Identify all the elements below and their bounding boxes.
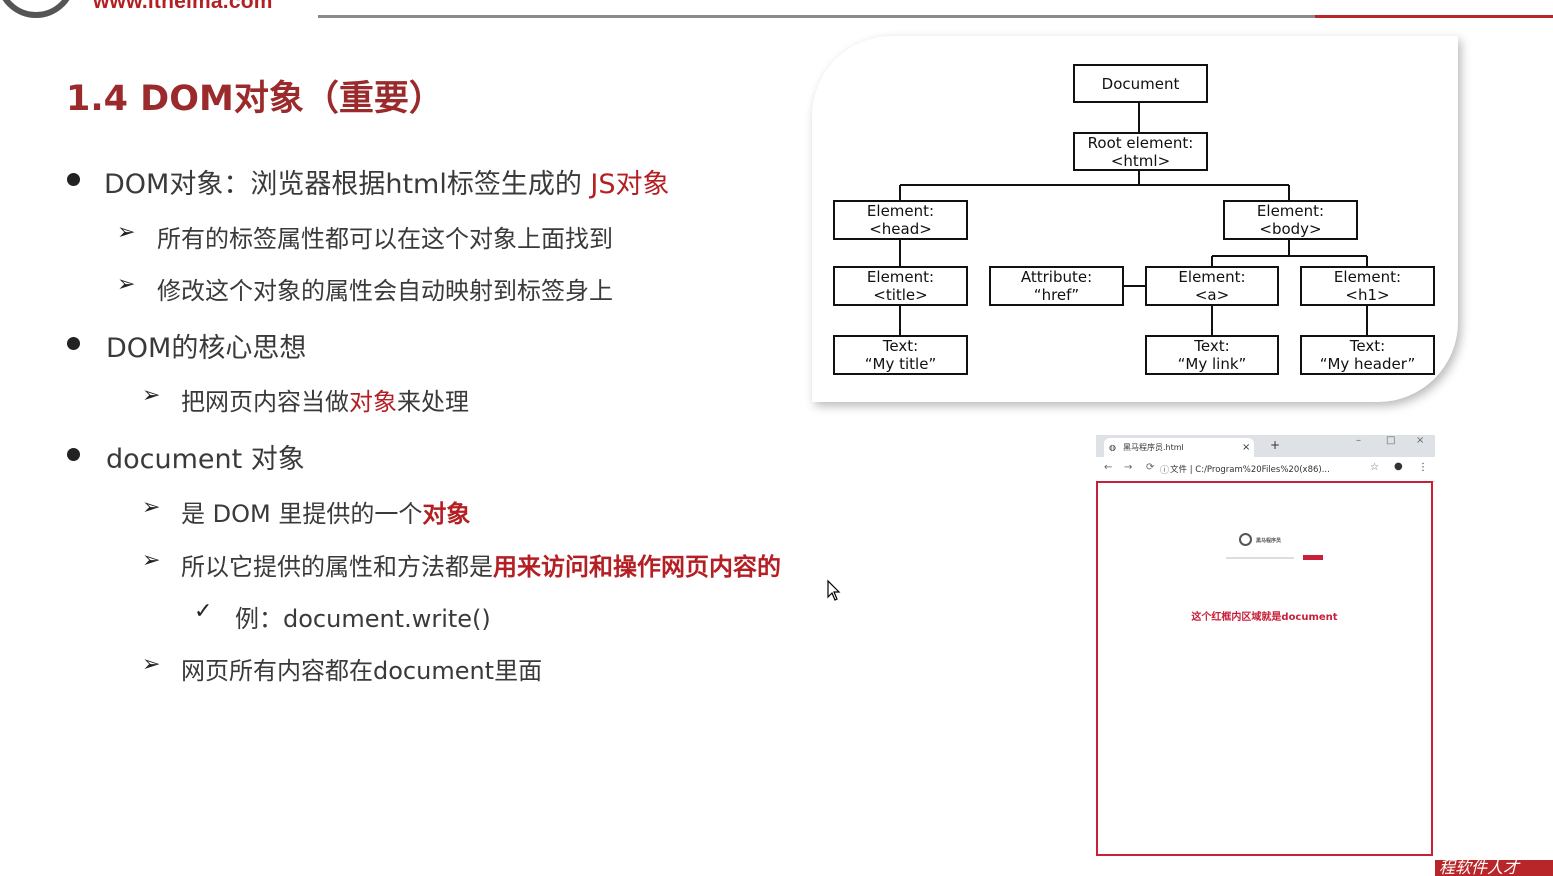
tree-node-a: Element: <a> xyxy=(1145,266,1279,306)
node-label: Document xyxy=(1101,74,1180,93)
document-frame: 黑马程序员 这个红框内区域就是document xyxy=(1096,481,1433,856)
node-tag: <head> xyxy=(869,220,932,238)
point-mapping: 修改这个对象的属性会自动映射到标签身上 xyxy=(157,277,613,305)
brand-logo-icon xyxy=(1239,533,1252,546)
point-all-content: 网页所有内容都在document里面 xyxy=(181,657,543,685)
point-text: 是 DOM 里提供的一个 xyxy=(181,500,423,528)
maximize-icon[interactable]: □ xyxy=(1386,435,1396,446)
node-tag: “My link” xyxy=(1177,355,1247,373)
slide-title: 1.4 DOM对象（重要） xyxy=(66,79,444,119)
browser-tab[interactable]: ◍ 黑马程序员.html × xyxy=(1104,438,1254,457)
site-url: www.itheima.com xyxy=(93,0,273,13)
check-bullet-icon: ✓ xyxy=(194,599,213,624)
node-label: Text: xyxy=(882,337,919,355)
browser-tabbar: ◍ 黑马程序员.html × + – □ × xyxy=(1096,435,1435,457)
browser-url[interactable]: 文件 | C:/Program%20Files%20(x86)... xyxy=(1170,465,1330,475)
point-highlight: 对象 xyxy=(422,500,471,528)
node-tag: <body> xyxy=(1259,220,1322,238)
info-icon: ⓘ xyxy=(1160,466,1170,476)
node-tag: <html> xyxy=(1110,151,1171,170)
node-label: Text: xyxy=(1194,337,1230,355)
browser-mockup: ◍ 黑马程序员.html × + – □ × ← → ⟳ ⓘ 文件 | C:/P… xyxy=(1096,435,1435,859)
point-text: 把网页内容当做 xyxy=(181,388,349,416)
point-treat-as-object: 把网页内容当做对象来处理 xyxy=(181,382,469,417)
node-label: Attribute: xyxy=(1020,268,1093,286)
bullet-dot-icon xyxy=(67,173,80,186)
tree-node-body: Element: <body> xyxy=(1223,200,1358,240)
mini-search-bar xyxy=(1226,557,1294,559)
point-highlight: 对象 xyxy=(349,388,397,416)
node-label: Text: xyxy=(1349,337,1386,355)
arrow-bullet-icon: ➢ xyxy=(142,652,161,677)
menu-icon[interactable]: ⋮ xyxy=(1418,462,1428,473)
node-label: Element: xyxy=(1333,268,1402,286)
header-divider xyxy=(318,15,1315,18)
arrow-bullet-icon: ➢ xyxy=(142,383,161,408)
brand-logo-text: 黑马程序员 xyxy=(1256,538,1282,544)
point-core-idea: DOM的核心思想 xyxy=(106,333,307,364)
document-region-label: 这个红框内区域就是document xyxy=(1191,612,1338,623)
arrow-bullet-icon: ➢ xyxy=(142,548,161,573)
point-text: 所以它提供的属性和方法都是 xyxy=(181,553,493,581)
arrow-bullet-icon: ➢ xyxy=(142,495,161,520)
mouse-cursor-icon xyxy=(827,579,841,601)
tree-node-title: Element: <title> xyxy=(833,266,968,306)
arrow-bullet-icon: ➢ xyxy=(117,220,136,245)
back-icon[interactable]: ← xyxy=(1104,462,1113,473)
arrow-bullet-icon: ➢ xyxy=(117,272,136,297)
new-tab-icon[interactable]: + xyxy=(1270,438,1281,452)
globe-icon: ◍ xyxy=(1109,443,1116,452)
node-label: Element: xyxy=(866,202,935,220)
point-document-object: document 对象 xyxy=(106,444,305,475)
header-divider-accent xyxy=(1315,15,1553,18)
account-icon[interactable]: ● xyxy=(1394,461,1403,472)
bullet-dot-icon xyxy=(67,448,80,461)
node-label: Root element: xyxy=(1087,133,1194,152)
tree-node-attribute: Attribute: “href” xyxy=(989,266,1124,306)
point-highlight: 用来访问和操作网页内容的 xyxy=(493,553,781,581)
minimize-icon[interactable]: – xyxy=(1356,435,1361,446)
node-label: Element: xyxy=(1178,268,1246,286)
node-tag: <a> xyxy=(1194,286,1230,304)
node-tag: “My title” xyxy=(864,355,937,373)
point-methods: 所以它提供的属性和方法都是用来访问和操作网页内容的 xyxy=(181,547,781,582)
browser-address-bar: ← → ⟳ ⓘ 文件 | C:/Program%20Files%20(x86).… xyxy=(1096,457,1435,482)
close-icon[interactable]: × xyxy=(1242,442,1251,453)
point-attributes: 所有的标签属性都可以在这个对象上面找到 xyxy=(157,225,613,253)
node-label: Element: xyxy=(1256,202,1325,220)
tree-node-text-link: Text: “My link” xyxy=(1145,335,1279,375)
tree-node-h1: Element: <h1> xyxy=(1300,266,1435,306)
node-tag: <title> xyxy=(873,286,928,304)
logo-icon xyxy=(0,0,76,18)
node-tag: “href” xyxy=(1033,286,1080,304)
tree-node-text-title: Text: “My title” xyxy=(833,335,968,375)
point-dom-object: DOM对象：浏览器根据html标签生成的 JS对象 xyxy=(104,162,670,201)
point-text: 来处理 xyxy=(397,388,469,416)
corner-banner: 程软件人才 xyxy=(1435,860,1553,876)
point-dom-provides: 是 DOM 里提供的一个对象 xyxy=(181,494,470,529)
star-icon[interactable]: ☆ xyxy=(1370,462,1379,473)
tree-node-document: Document xyxy=(1073,64,1208,103)
node-tag: “My header” xyxy=(1319,355,1416,373)
node-tag: <h1> xyxy=(1345,286,1390,304)
tree-node-text-header: Text: “My header” xyxy=(1300,335,1435,375)
tree-node-root: Root element: <html> xyxy=(1073,132,1208,171)
node-label: Element: xyxy=(866,268,935,286)
point-text: DOM对象：浏览器根据html标签生成的 xyxy=(104,169,591,200)
bullet-dot-icon xyxy=(67,337,80,350)
reload-icon[interactable]: ⟳ xyxy=(1146,462,1155,473)
forward-icon[interactable]: → xyxy=(1124,462,1133,473)
window-close-icon[interactable]: × xyxy=(1416,435,1425,446)
point-highlight: JS对象 xyxy=(590,169,670,200)
tree-node-head: Element: <head> xyxy=(833,200,968,240)
point-example: 例：document.write() xyxy=(235,605,491,633)
mini-search-button xyxy=(1303,555,1323,560)
dom-tree-connectors xyxy=(899,103,1368,336)
tab-title: 黑马程序员.html xyxy=(1123,443,1184,452)
